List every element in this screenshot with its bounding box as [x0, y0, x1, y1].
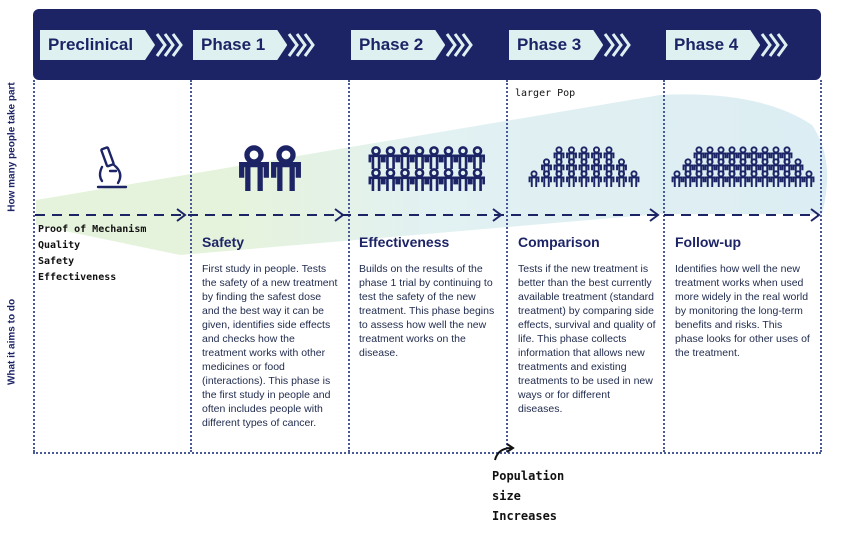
chevrons-icon: [761, 33, 789, 57]
phase-label: Phase 2: [351, 30, 445, 60]
note-line: Population: [492, 469, 565, 483]
note-line: Safety: [38, 256, 75, 267]
person-icon: [528, 170, 540, 187]
person-icon: [748, 170, 760, 187]
person-icon: [412, 168, 427, 191]
phase-1-description: First study in people. Tests the safety …: [202, 263, 338, 429]
microscope-icon: [96, 146, 128, 189]
phase-label: Phase 4: [666, 30, 760, 60]
person-icon: [682, 170, 694, 187]
tab-phase-3: Phase 3: [509, 30, 635, 60]
two-people-icon: [239, 145, 301, 191]
person-icon: [704, 146, 716, 163]
person-icon: [737, 170, 749, 187]
note-line: Effectiveness: [38, 272, 117, 283]
chevrons-icon: [155, 33, 183, 57]
person-icon: [397, 146, 413, 169]
column-divider: [33, 80, 35, 452]
preclinical-notes: Proof of Mechanism Quality Safety Effect…: [38, 222, 146, 286]
person-icon: [368, 168, 384, 191]
person-icon: [426, 168, 442, 191]
person-icon: [470, 146, 485, 169]
note-line: size: [492, 489, 521, 503]
bottom-divider: [33, 452, 821, 454]
person-icon: [271, 145, 301, 191]
person-icon: [693, 170, 705, 187]
column-divider: [820, 80, 822, 452]
person-icon: [566, 146, 577, 163]
note-line: Quality: [38, 240, 81, 251]
tab-preclinical: Preclinical: [40, 30, 187, 60]
column-divider: [506, 80, 508, 452]
phase-4-heading: Follow-up: [675, 234, 742, 250]
larger-pop-note: larger Pop: [515, 88, 576, 99]
tab-phase-4: Phase 4: [666, 30, 792, 60]
person-icon: [770, 170, 782, 187]
person-icon: [759, 170, 771, 187]
person-icon: [781, 170, 793, 187]
phase-label: Preclinical: [40, 30, 155, 60]
person-icon: [412, 146, 427, 169]
people-group-icon: [368, 146, 485, 191]
person-icon: [603, 170, 615, 187]
note-line: Increases: [492, 509, 558, 523]
person-icon: [566, 170, 577, 187]
person-icon: [470, 168, 485, 191]
phase-3-heading: Comparison: [518, 234, 600, 250]
person-icon: [441, 146, 456, 169]
people-crowd-icon: [528, 146, 640, 187]
phase-2-heading: Effectiveness: [359, 234, 450, 250]
person-icon: [383, 168, 398, 191]
column-divider: [190, 80, 192, 452]
chevrons-icon: [604, 33, 632, 57]
person-icon: [553, 170, 565, 187]
phase-2-description: Builds on the results of the phase 1 tri…: [359, 263, 495, 359]
person-icon: [383, 146, 398, 169]
phase-1-heading: Safety: [202, 234, 245, 250]
curved-arrow-icon: [494, 443, 515, 461]
chevrons-icon: [288, 33, 316, 57]
person-icon: [239, 145, 269, 191]
tab-phase-2: Phase 2: [351, 30, 477, 60]
person-icon: [566, 158, 577, 175]
person-icon: [426, 146, 442, 169]
person-icon: [397, 168, 413, 191]
person-icon: [628, 170, 640, 187]
phase-label: Phase 3: [509, 30, 603, 60]
people-large-crowd-icon: [671, 146, 815, 187]
population-note: Population size Increases: [492, 466, 564, 526]
side-label-aims: What it aims to do: [2, 232, 22, 452]
timeline-arrow: [35, 208, 821, 222]
person-icon: [616, 170, 627, 187]
phase-4-description: Identifies how well the new treatment wo…: [675, 263, 810, 359]
person-icon: [704, 170, 716, 187]
person-icon: [726, 170, 738, 187]
column-divider: [348, 80, 350, 452]
person-icon: [578, 170, 590, 187]
person-icon: [455, 168, 471, 191]
person-icon: [455, 146, 471, 169]
phase-3-description: Tests if the new treatment is better tha…: [518, 263, 656, 415]
side-label-text: How many people take part: [6, 82, 18, 212]
person-icon: [591, 170, 602, 187]
person-icon: [671, 170, 683, 187]
person-icon: [803, 170, 815, 187]
person-icon: [792, 170, 804, 187]
side-label-participants: How many people take part: [2, 82, 22, 212]
person-icon: [441, 168, 456, 191]
person-icon: [792, 158, 804, 175]
side-label-text: What it aims to do: [6, 298, 18, 386]
phase-label: Phase 1: [193, 30, 287, 60]
chevrons-icon: [446, 33, 474, 57]
column-divider: [663, 80, 665, 452]
person-icon: [541, 170, 552, 187]
tab-phase-1: Phase 1: [193, 30, 319, 60]
person-icon: [715, 170, 727, 187]
person-icon: [368, 146, 384, 169]
note-line: Proof of Mechanism: [38, 224, 147, 235]
